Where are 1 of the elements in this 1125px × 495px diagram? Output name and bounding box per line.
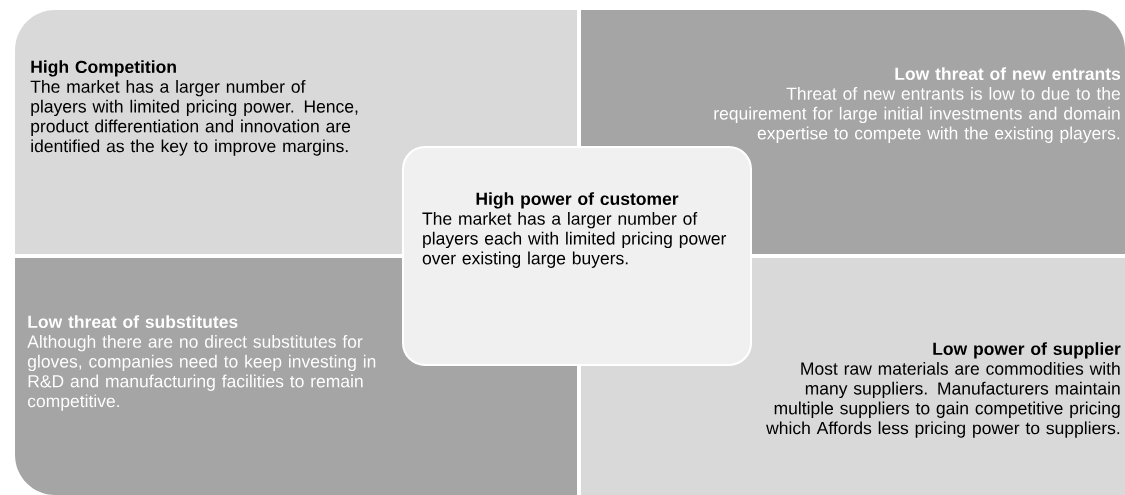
center-card: High power of customer The market has a larger number of players each with limited pricing power over existing large buyers. — [402, 146, 752, 366]
